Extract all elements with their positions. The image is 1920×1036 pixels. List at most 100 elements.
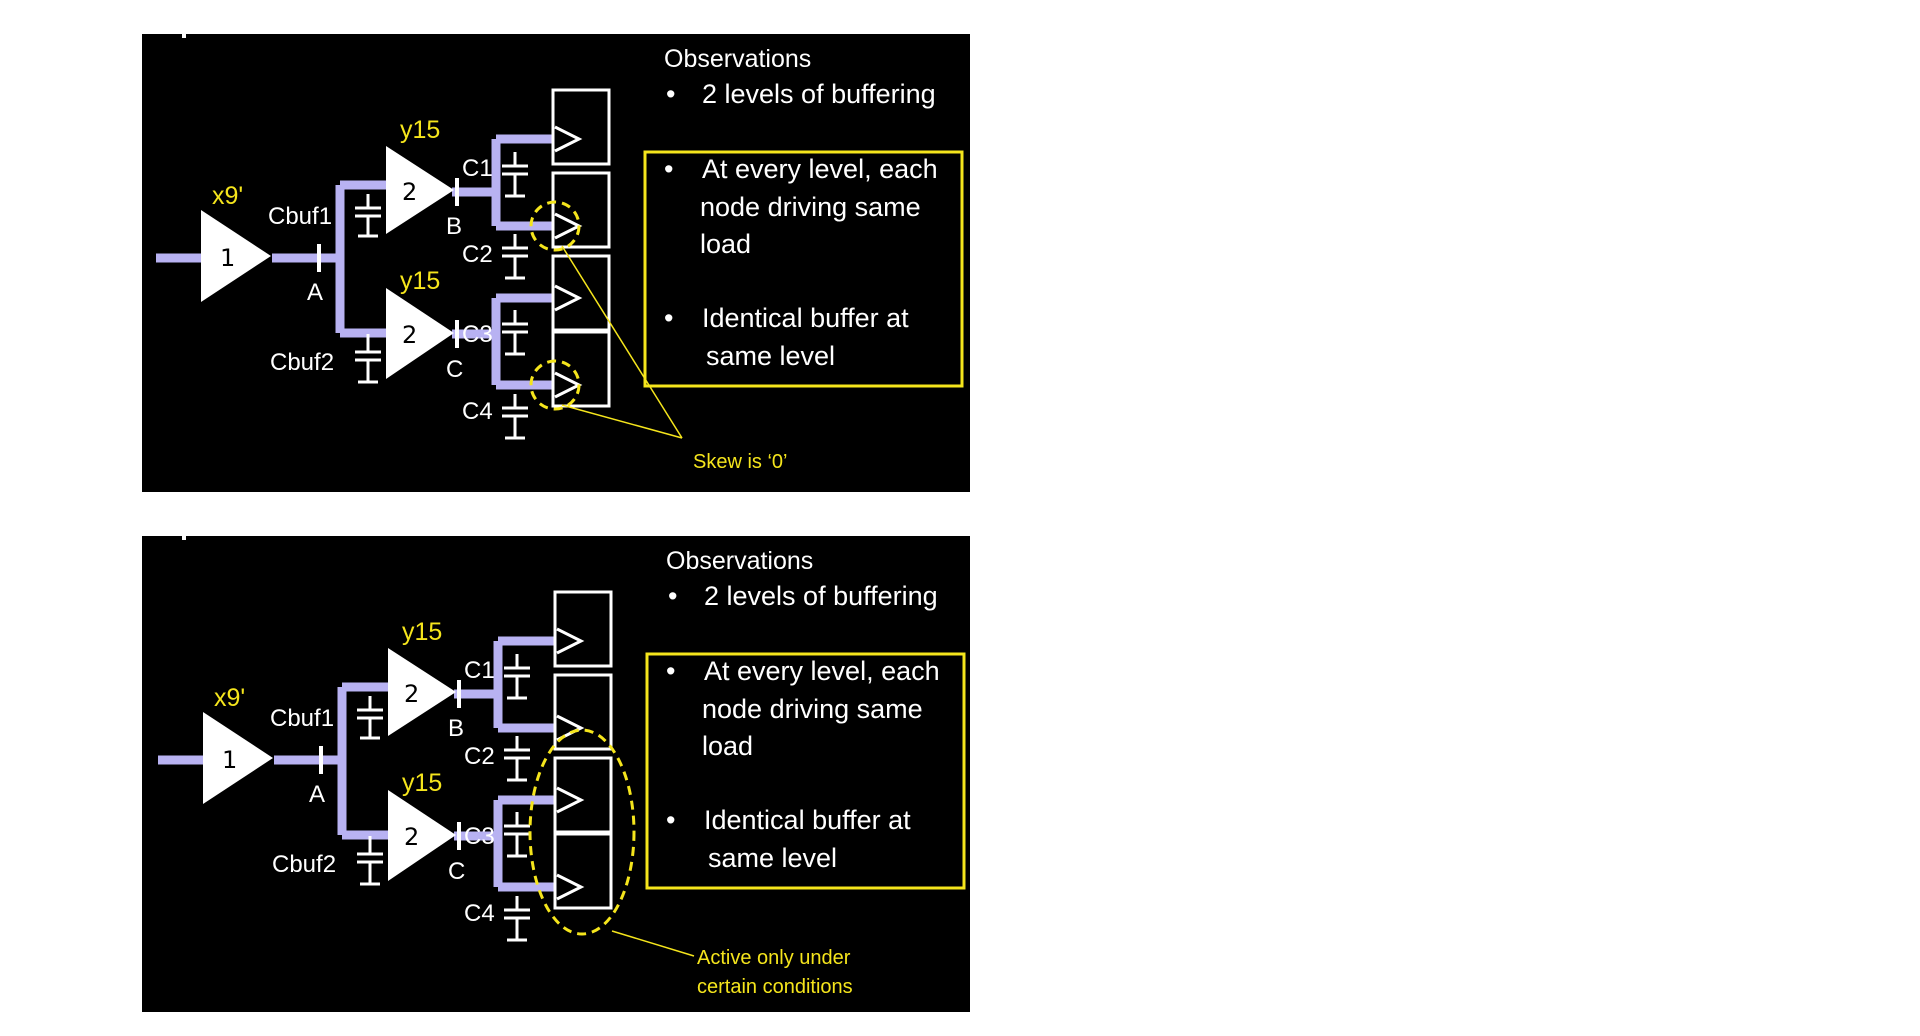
clock-pin-3-icon [554, 284, 583, 312]
flip-flop-2 [553, 673, 613, 751]
flip-flop-1 [553, 590, 613, 668]
level2-buffer-bottom [386, 288, 454, 379]
c1-label: C1 [462, 155, 493, 182]
cbuf1-label: Cbuf1 [270, 705, 334, 732]
observations-highlight-box [643, 150, 964, 388]
skew-highlight-circle-2 [529, 359, 581, 411]
bullet-marker: • [664, 154, 673, 184]
cbuf1-capacitor [355, 194, 381, 238]
node-c-label: C [446, 356, 463, 383]
skew-pointer-2 [561, 404, 683, 439]
level2-top-size-label: y15 [402, 618, 442, 646]
flip-flop-3 [551, 254, 611, 332]
root-buffer-size-label: x9' [212, 182, 243, 210]
clock-tree-diagram: 1 2 2 x9' y15 y15 Cbuf1 Cbuf2 A B C C1 C… [156, 34, 964, 473]
c2-label: C2 [462, 241, 493, 268]
corner-mark [182, 34, 186, 38]
node-b-tick [455, 178, 459, 206]
observation-same-load-line2: node driving same [700, 192, 921, 222]
cbuf1-label: Cbuf1 [268, 203, 332, 230]
slide-zero-skew: 1 2 2 x9' y15 y15 Cbuf1 Cbuf2 A B C C1 C… [142, 34, 970, 492]
node-b-label: B [446, 213, 462, 240]
observation-identical-buffer-line1: Identical buffer at [704, 805, 911, 835]
cbuf1-capacitor [357, 696, 383, 740]
c3-capacitor [502, 310, 528, 356]
c4-capacitor [504, 896, 530, 942]
level2-top-buffer-number: 2 [404, 680, 419, 708]
node-a-tick [317, 244, 321, 272]
root-buffer-size-label: x9' [214, 684, 245, 712]
level2-buffer-top [388, 648, 456, 736]
clock-pin-3-icon [556, 786, 585, 814]
node-b-tick [457, 680, 461, 708]
observations-highlight-box [645, 652, 966, 890]
observation-same-load-line2: node driving same [702, 694, 923, 724]
node-c-tick [455, 320, 459, 348]
observation-identical-buffer-line2: same level [706, 341, 835, 371]
c3-capacitor [504, 812, 530, 858]
conditional-pointer [611, 930, 695, 957]
bullet-marker: • [666, 656, 675, 686]
c4-capacitor [502, 394, 528, 440]
c3-label: C3 [462, 321, 493, 348]
observation-identical-buffer-line2: same level [708, 843, 837, 873]
cbuf2-label: Cbuf2 [270, 349, 334, 376]
bullet-marker: • [666, 79, 675, 109]
clock-net-wires [156, 134, 552, 390]
clock-tree-diagram: 1 2 2 x9' y15 y15 Cbuf1 Cbuf2 A B C C1 C… [158, 536, 966, 998]
level2-top-size-label: y15 [400, 116, 440, 144]
node-a-label: A [309, 781, 325, 808]
clock-pin-4-icon [556, 873, 585, 901]
level2-top-buffer-number: 2 [402, 178, 417, 206]
clock-net-wires [158, 636, 554, 892]
observation-same-load-line3: load [700, 229, 751, 259]
cbuf2-label: Cbuf2 [272, 851, 336, 878]
observation-same-load-line1: At every level, each [702, 154, 938, 184]
flip-flop-1 [551, 88, 611, 166]
observation-levels: 2 levels of buffering [704, 581, 938, 611]
c3-label: C3 [464, 823, 495, 850]
node-a-label: A [307, 279, 323, 306]
bullet-marker: • [668, 581, 677, 611]
conditional-highlight-ellipse [528, 728, 636, 936]
level2-buffer-top [386, 146, 454, 234]
clock-pin-1-icon [554, 125, 583, 153]
c4-label: C4 [464, 900, 495, 927]
bullet-marker: • [664, 303, 673, 333]
clock-pin-2-icon [554, 212, 583, 240]
root-buffer [203, 712, 273, 804]
c1-capacitor [504, 654, 530, 700]
level2-bottom-size-label: y15 [400, 267, 440, 295]
node-b-label: B [448, 715, 464, 742]
c1-capacitor [502, 152, 528, 198]
cbuf2-capacitor [357, 836, 383, 886]
clock-pin-1-icon [556, 627, 585, 655]
cbuf2-capacitor [355, 334, 381, 384]
observations-heading: Observations [664, 45, 811, 73]
root-buffer [201, 210, 271, 302]
c4-label: C4 [462, 398, 493, 425]
observations-heading: Observations [666, 547, 813, 575]
level2-bottom-buffer-number: 2 [402, 321, 417, 349]
node-a-tick [319, 746, 323, 774]
root-buffer-number: 1 [220, 244, 235, 272]
skew-highlight-circle-1 [529, 200, 581, 252]
clock-pin-2-icon [556, 714, 585, 742]
level2-buffer-bottom [388, 790, 456, 881]
c1-label: C1 [464, 657, 495, 684]
c2-capacitor [502, 234, 528, 280]
skew-annotation: Skew is ‘0’ [693, 451, 787, 473]
node-c-tick [457, 822, 461, 850]
observation-same-load-line3: load [702, 731, 753, 761]
slide-conditional-activity: 1 2 2 x9' y15 y15 Cbuf1 Cbuf2 A B C C1 C… [142, 536, 970, 1012]
conditional-annotation-line1: Active only under [697, 947, 851, 969]
root-buffer-number: 1 [222, 746, 237, 774]
bullet-marker: • [666, 805, 675, 835]
flip-flop-4 [551, 330, 611, 408]
flip-flop-2 [551, 171, 611, 249]
corner-mark [182, 536, 186, 540]
observation-identical-buffer-line1: Identical buffer at [702, 303, 909, 333]
c2-capacitor [504, 736, 530, 782]
level2-bottom-buffer-number: 2 [404, 823, 419, 851]
clock-pin-4-icon [554, 371, 583, 399]
